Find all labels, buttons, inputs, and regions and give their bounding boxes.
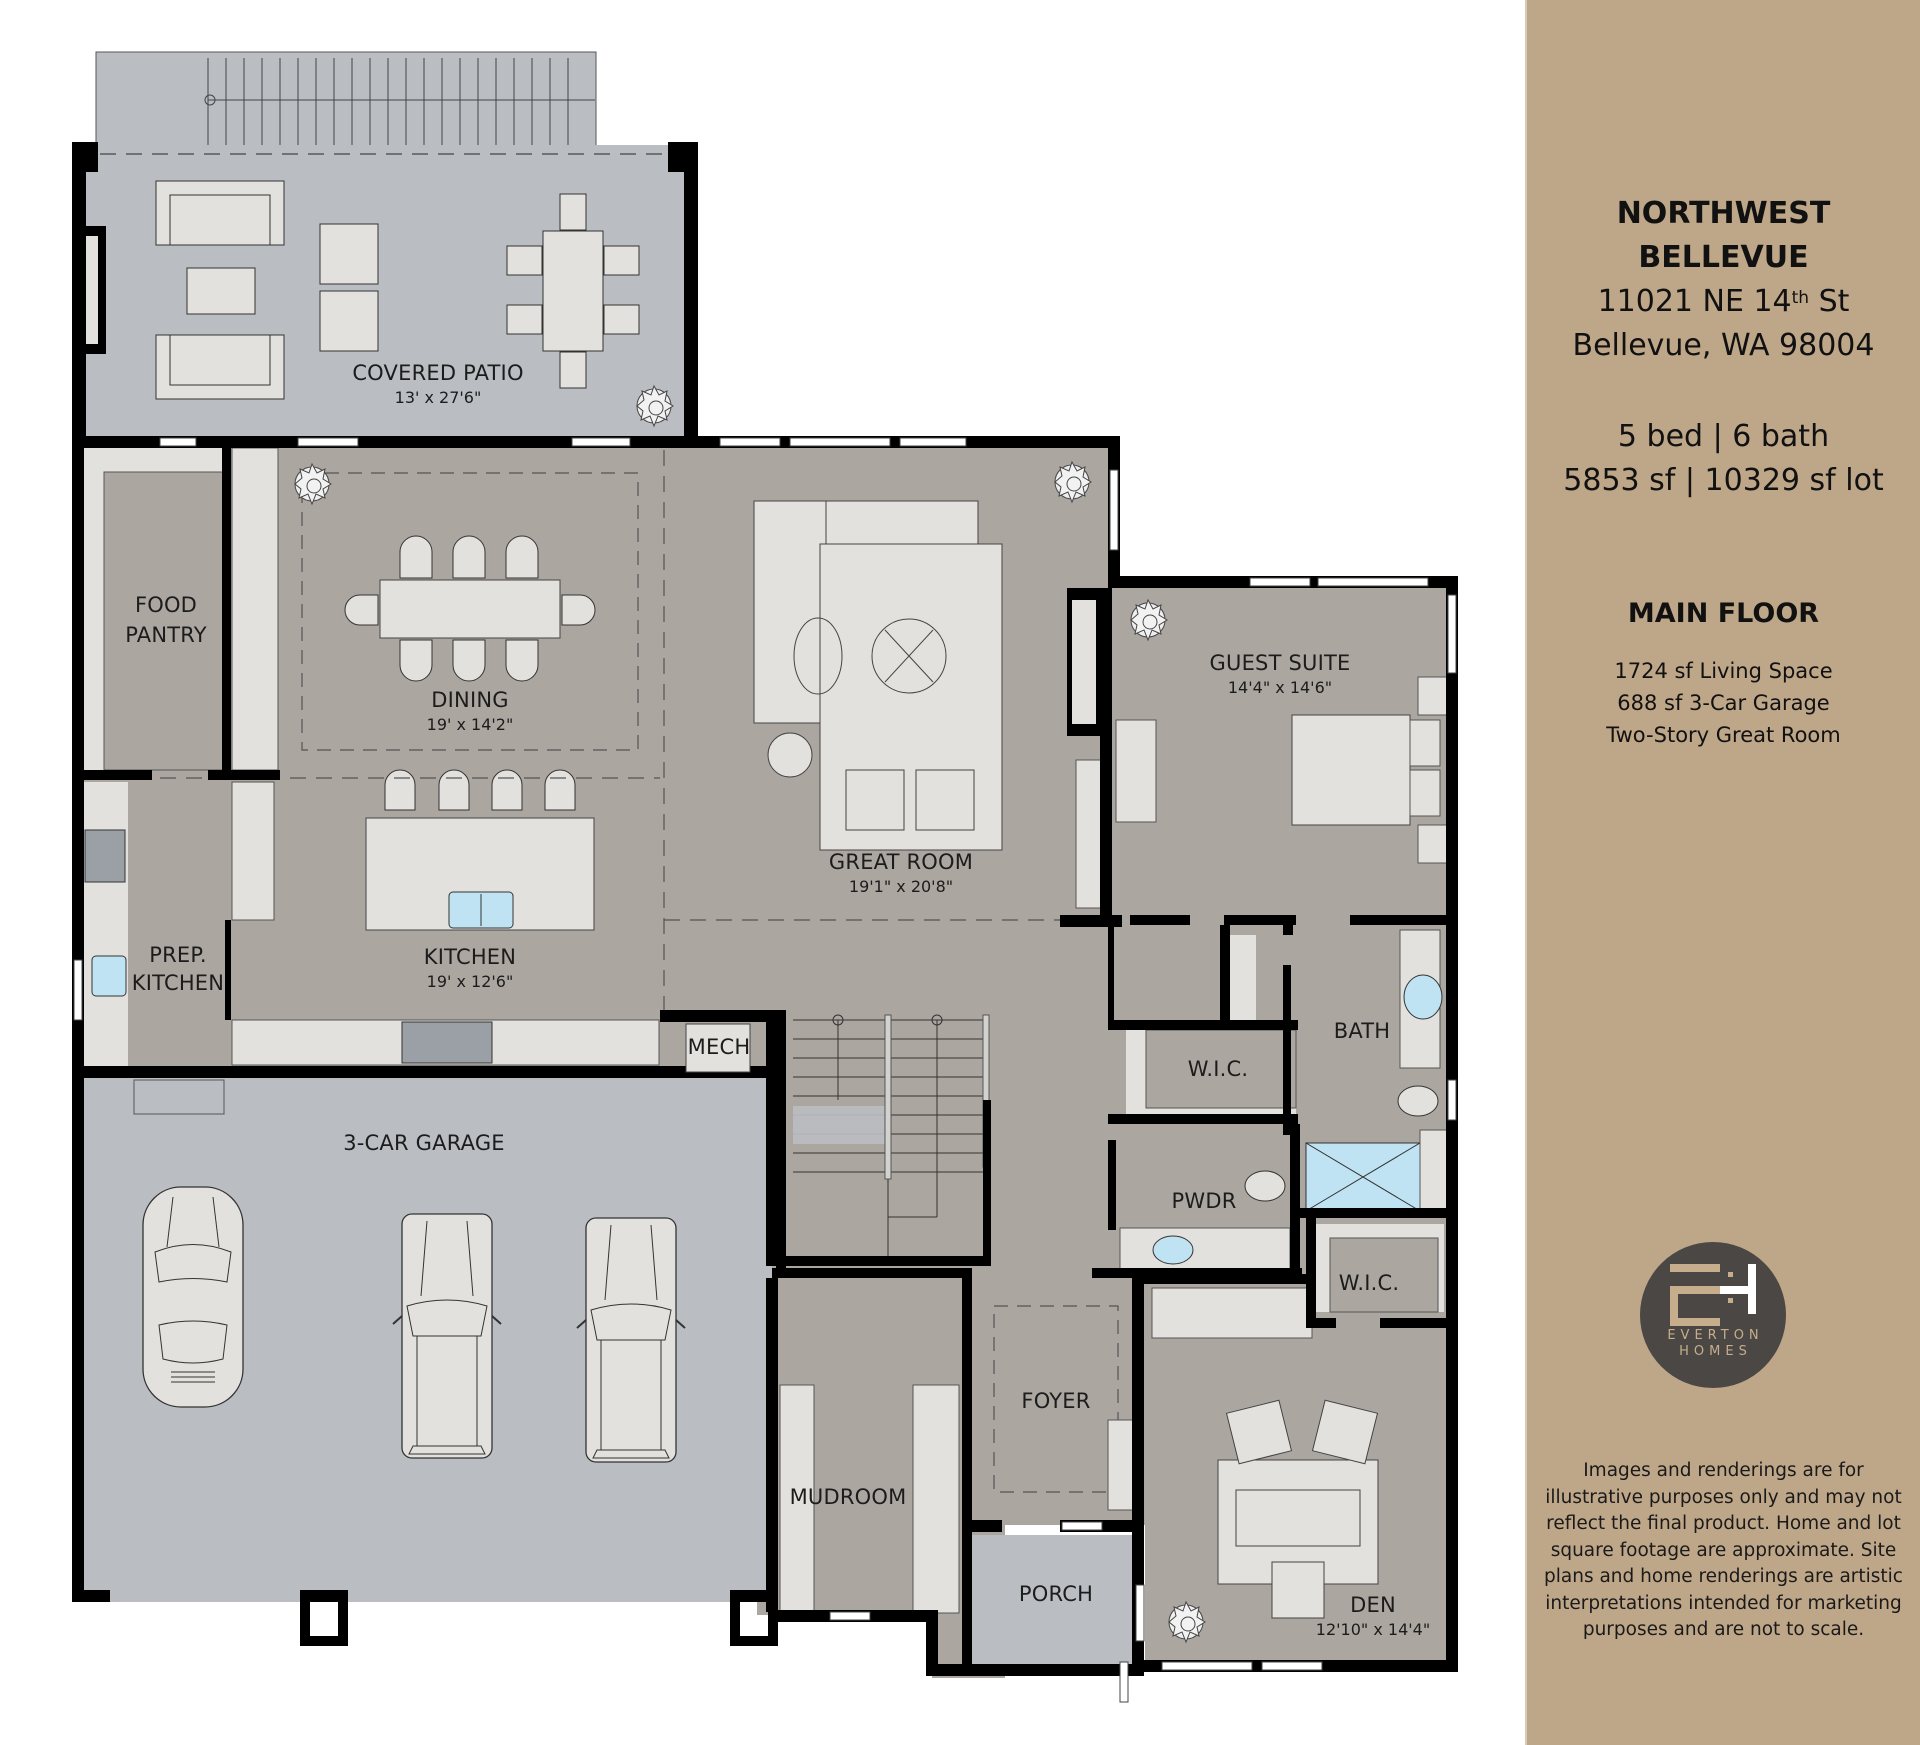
floor-stat-living: 1724 sf Living Space [1614, 659, 1833, 683]
address: 11021 NE 14th St Bellevue, WA 98004 [1527, 280, 1920, 368]
floor-title: MAIN FLOOR [1627, 598, 1820, 629]
room-label-porch: PORCH [1018, 1582, 1094, 1606]
room-label-dining: DINING 19' x 14'2" [426, 688, 514, 735]
street-address: 11021 NE 14th St [1597, 284, 1850, 319]
room-label-pwdr: PWDR [1171, 1189, 1237, 1213]
property-stats: 5 bed | 6 bath 5853 sf | 10329 sf lot [1527, 415, 1920, 503]
everton-homes-logo: EVERTON HOMES [1640, 1242, 1786, 1388]
room-label-mech: MECH [687, 1035, 751, 1059]
room-label-garage: 3-CAR GARAGE [343, 1131, 505, 1155]
property-info-panel: NORTHWEST BELLEVUE 11021 NE 14th St Bell… [1525, 0, 1920, 1745]
logo-wordmark: EVERTON HOMES [1667, 1328, 1764, 1359]
room-label-wic-2: W.I.C. [1338, 1271, 1400, 1295]
beds-baths: 5 bed | 6 bath [1617, 419, 1830, 454]
room-label-prep-kitchen: PREP. KITCHEN [131, 943, 225, 996]
neighborhood-title: NORTHWEST BELLEVUE [1616, 196, 1831, 275]
room-label-covered-patio: COVERED PATIO 13' x 27'6" [352, 361, 524, 408]
room-label-great-room: GREAT ROOM 19'1" x 20'8" [828, 850, 974, 897]
room-label-guest-suite: GUEST SUITE 14'4" x 14'6" [1209, 651, 1351, 698]
room-label-den: DEN 12'10" x 14'4" [1315, 1593, 1431, 1640]
floor-stats: 1724 sf Living Space 688 sf 3-Car Garage… [1527, 655, 1920, 751]
floor-stat-garage: 688 sf 3-Car Garage [1617, 691, 1830, 715]
floor-plan: COVERED PATIO 13' x 27'6" FOOD PANTRY DI… [72, 51, 1458, 1703]
room-label-mudroom: MUDROOM [789, 1485, 907, 1509]
room-label-food-pantry: FOOD PANTRY [125, 593, 207, 648]
eh-monogram-icon [1670, 1264, 1756, 1326]
city-state-zip: Bellevue, WA 98004 [1572, 328, 1875, 363]
disclaimer: Images and renderings are for illustrati… [1544, 1460, 1903, 1640]
floor-stat-great-room: Two-Story Great Room [1606, 723, 1841, 747]
room-label-kitchen: KITCHEN 19' x 12'6" [423, 945, 517, 992]
floor-plan-drawing [72, 51, 1458, 1703]
area-lot: 5853 sf | 10329 sf lot [1563, 463, 1884, 498]
room-label-bath: BATH [1333, 1019, 1391, 1043]
room-label-wic-1: W.I.C. [1187, 1057, 1249, 1081]
room-label-foyer: FOYER [1021, 1389, 1091, 1413]
